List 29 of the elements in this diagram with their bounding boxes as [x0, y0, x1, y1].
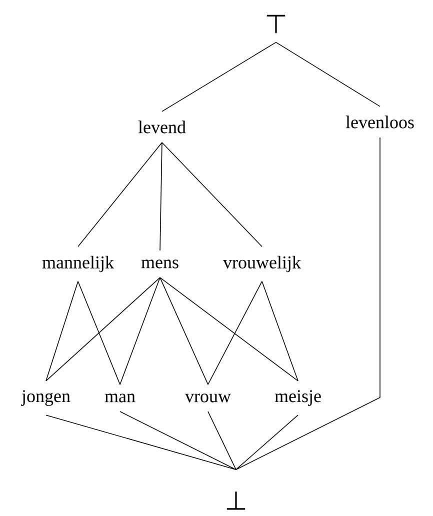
- connector-line: [46, 277, 160, 382]
- connector-line: [120, 277, 160, 385]
- connector-line: [78, 280, 120, 385]
- concept-label: mannelijk: [42, 256, 114, 272]
- concept-label: mens: [141, 260, 178, 268]
- connector-line: [236, 137, 380, 470]
- concept-label: man: [104, 394, 136, 402]
- concept-label: vrouwelijk: [223, 256, 301, 272]
- bottom-symbol: ⊥: [226, 492, 246, 510]
- concept-label: levenloos: [346, 116, 414, 128]
- concept-label: meisje: [274, 390, 321, 406]
- connector-line: [160, 277, 208, 385]
- connector-line: [160, 277, 298, 382]
- connector-line: [208, 280, 262, 385]
- connector-line: [276, 42, 380, 107]
- concept-label: vrouw: [185, 394, 231, 402]
- connector-line: [46, 280, 78, 382]
- connector-line: [236, 414, 298, 470]
- top-symbol: ⊤: [266, 14, 286, 34]
- connector-line: [78, 142, 162, 248]
- connector-line: [120, 411, 236, 470]
- connector-line: [162, 142, 262, 248]
- connector-line: [46, 414, 236, 470]
- connector-line: [160, 142, 162, 251]
- connector-line: [208, 411, 236, 470]
- connector-line: [262, 280, 298, 382]
- concept-label: jongen: [20, 390, 70, 406]
- connector-line: [162, 42, 276, 112]
- concept-label: levend: [138, 120, 186, 134]
